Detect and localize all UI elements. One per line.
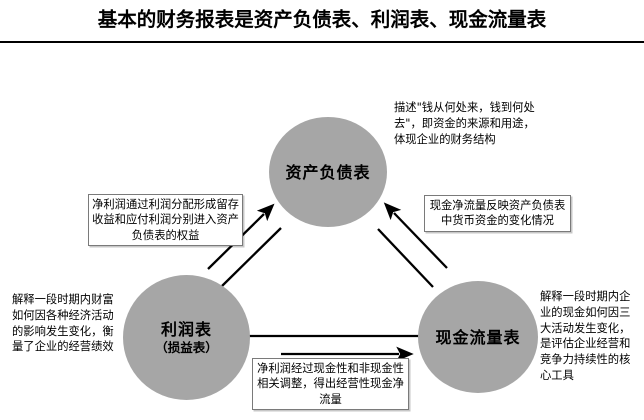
annotation-cashflow-to-balance: 现金净流量反映资产负债表中货币资金的变化情况 (424, 195, 571, 232)
annotation-income-to-balance: 净利润通过利润分配形成留存收益和应付利润分别进入资产负债表的权益 (88, 194, 243, 246)
node-balance-sheet[interactable]: 资产负债表 (269, 117, 387, 227)
node-balance-sheet-label: 资产负债表 (285, 162, 371, 182)
annotation-balance-sheet-description: 描述"钱从何处来，钱到何处去"，即资金的来源和用途，体现企业的财务结构 (394, 101, 535, 146)
annotation-cashflow-statement-description: 解释一段时期内企业的现金如何因三大活动发生变化，是评估企业经营和竞争力持续性的核… (540, 290, 631, 382)
node-cashflow-statement-label: 现金流量表 (435, 327, 521, 347)
node-cashflow-statement[interactable]: 现金流量表 (418, 281, 538, 393)
node-income-statement[interactable]: 利润表 （损益表） (123, 275, 250, 400)
page-title: 基本的财务报表是资产负债表、利润表、现金流量表 (97, 8, 547, 31)
annotation-income-statement-description: 解释一段时期内财富如何因各种经济活动的影响发生变化，衡量了企业的经营绩效 (12, 293, 114, 354)
annotation-income-to-cashflow: 净利润经过现金性和非现金性相关调整，得出经营性现金净流量 (252, 358, 409, 410)
connector-cashflow-to-balance (377, 202, 448, 288)
connector-income-to-cashflow (248, 334, 421, 362)
node-income-statement-sublabel: （损益表） (155, 339, 218, 355)
node-income-statement-label: 利润表 (160, 319, 212, 339)
title-divider (0, 41, 644, 43)
